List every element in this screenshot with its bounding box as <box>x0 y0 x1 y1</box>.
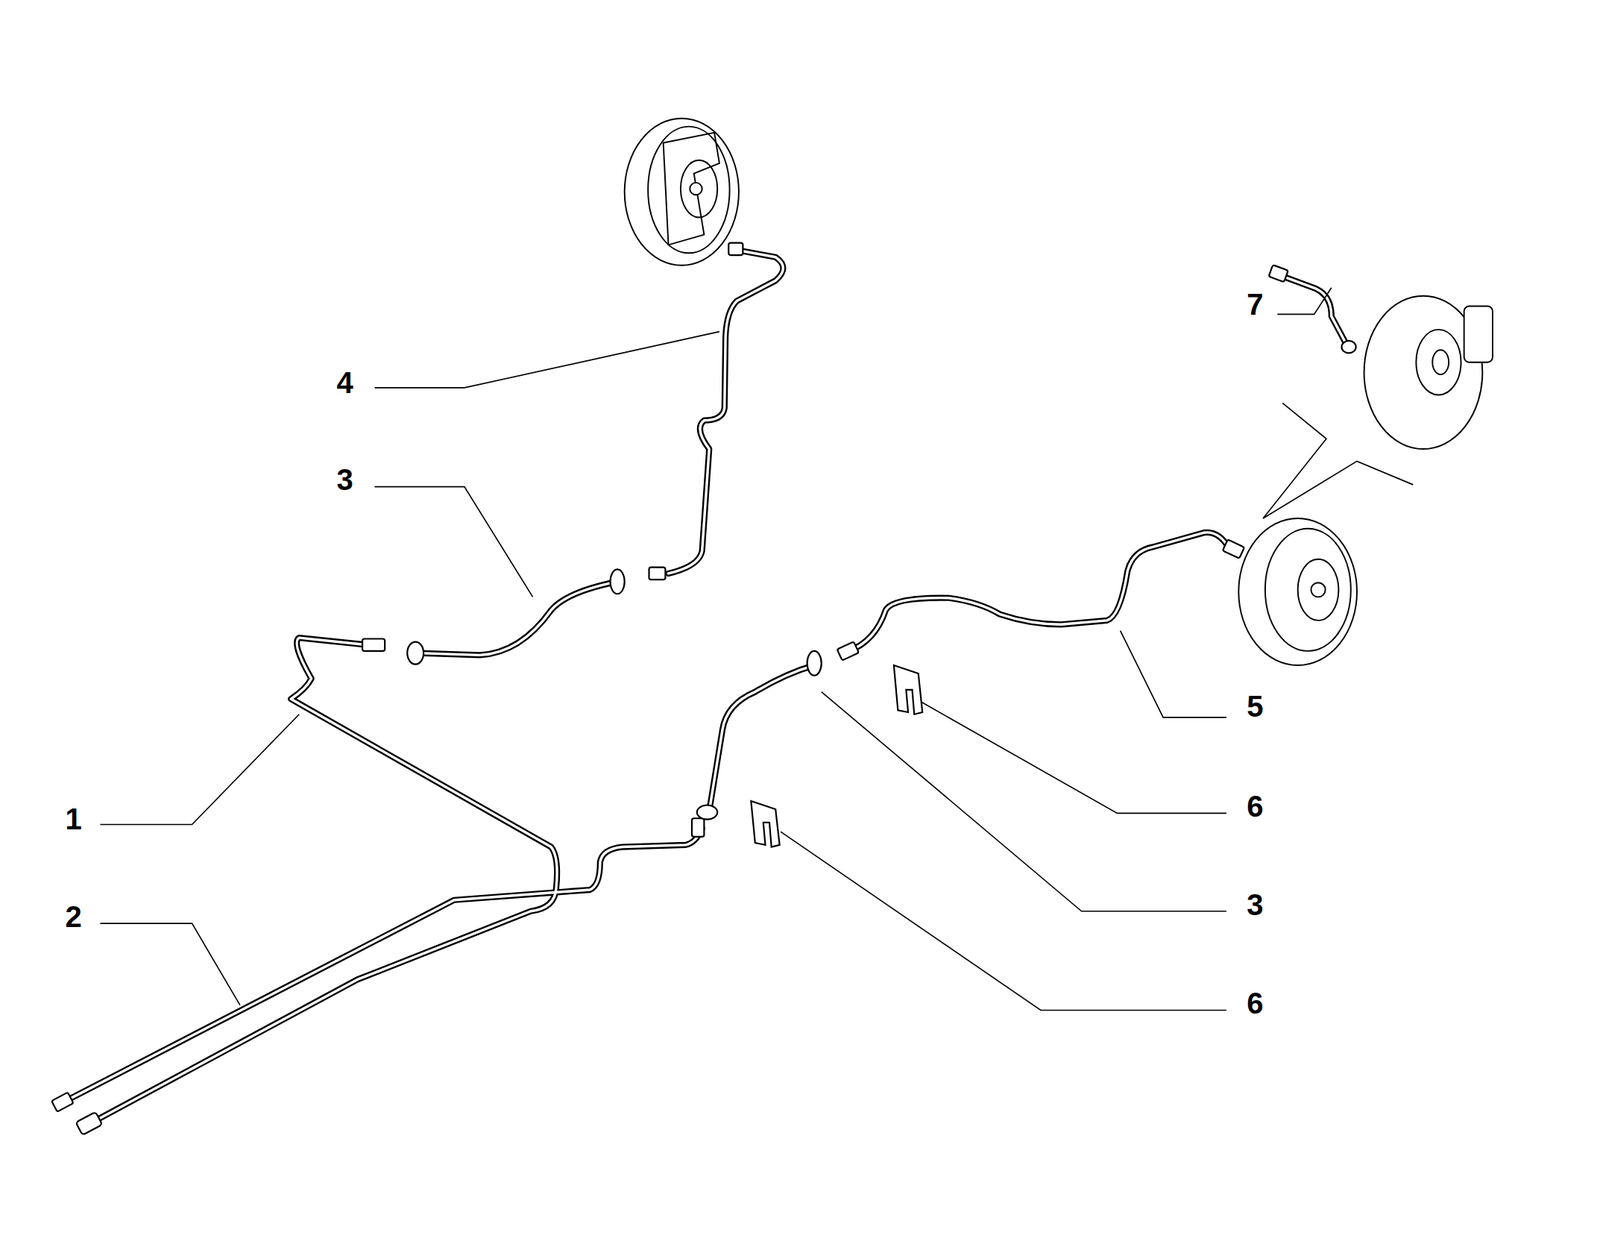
callout-number: 4 <box>334 366 355 399</box>
callout-number: 3 <box>1244 888 1266 921</box>
callout-number: 6 <box>1244 790 1266 822</box>
callout-number: 7 <box>1244 288 1266 320</box>
callout-number: 1 <box>62 802 84 835</box>
callout-number: 5 <box>1244 690 1266 722</box>
callout-number: 2 <box>62 900 84 932</box>
callout-number: 6 <box>1244 987 1266 1019</box>
callout-number: 3 <box>334 463 355 496</box>
